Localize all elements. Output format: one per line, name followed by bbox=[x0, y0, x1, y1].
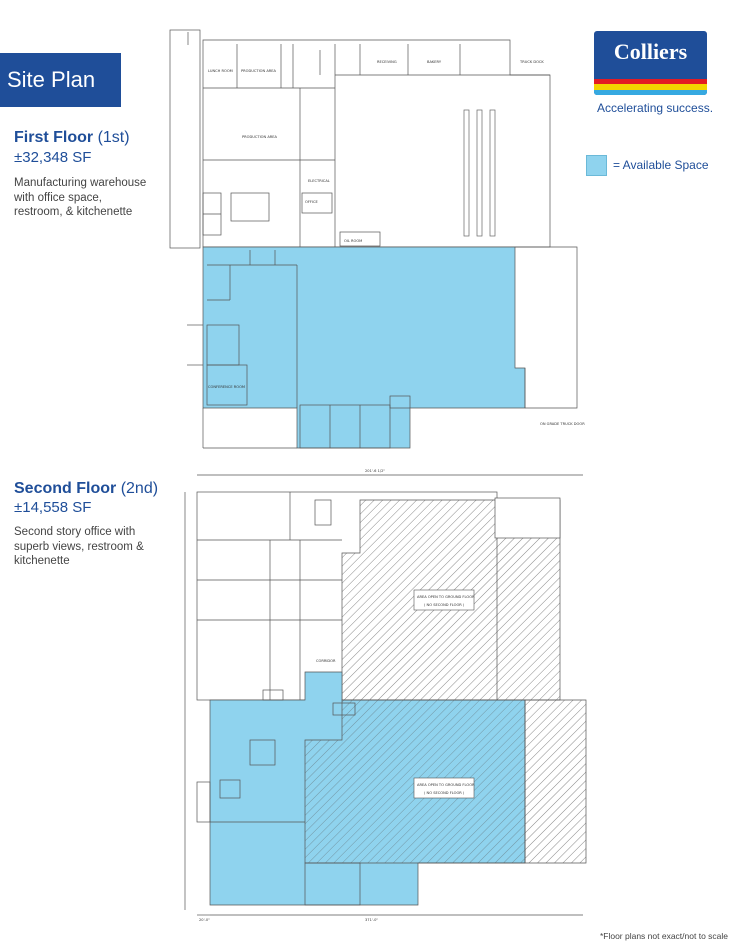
legend-label: = Available Space bbox=[613, 158, 709, 172]
first-floor-description: Manufacturing warehouse with office spac… bbox=[14, 177, 147, 218]
open-area-label-top: AREA OPEN TO GROUND FLOOR ( NO SECOND FL… bbox=[413, 589, 475, 611]
first-floor-room-labels: LUNCH ROOM PRODUCTION AREA PRODUCTION AR… bbox=[208, 60, 585, 426]
first-floor-ordinal: (1st) bbox=[97, 129, 130, 146]
legend-swatch bbox=[586, 155, 607, 176]
page-title: Site Plan bbox=[0, 53, 121, 107]
dimension-bottom: 371'-0" bbox=[365, 918, 378, 922]
logo-text: Colliers bbox=[613, 39, 688, 64]
first-floor-area: ±32,348 SF bbox=[14, 149, 92, 166]
footnote: *Floor plans not exact/not to scale bbox=[599, 931, 728, 941]
room-production-1: PRODUCTION AREA bbox=[241, 69, 277, 73]
open-area-top-line1: AREA OPEN TO GROUND FLOOR bbox=[417, 595, 475, 599]
room-receiving: RECEIVING bbox=[377, 60, 397, 64]
room-conference: CONFERENCE ROOM bbox=[208, 385, 245, 389]
open-area-label-bottom: AREA OPEN TO GROUND FLOOR ( NO SECOND FL… bbox=[413, 777, 475, 799]
logo-stripes bbox=[594, 79, 707, 95]
first-floor-lower-lines bbox=[187, 246, 578, 449]
second-floor-heading-text: Second Floor bbox=[14, 480, 117, 497]
tagline: Accelerating success. bbox=[597, 101, 714, 115]
room-production-2: PRODUCTION AREA bbox=[242, 135, 278, 139]
room-office: OFFICE bbox=[305, 200, 319, 204]
dimension-bottom-left: 20'-0" bbox=[199, 918, 210, 922]
second-floor-interior bbox=[196, 689, 361, 906]
room-bakery: BAKERY bbox=[427, 60, 442, 64]
room-oil: OIL ROOM bbox=[344, 239, 362, 243]
second-floor-heading: Second Floor (2nd) bbox=[14, 480, 158, 498]
room-semi-truck: ON GRADE TRUCK DOOR bbox=[540, 422, 585, 426]
second-floor-available bbox=[209, 671, 526, 906]
mezz-label: CORRIDOR bbox=[316, 659, 336, 663]
colliers-logo: Colliers bbox=[594, 31, 707, 95]
second-floor-area: ±14,558 SF bbox=[14, 499, 92, 516]
first-floor-heading-text: First Floor bbox=[14, 129, 94, 146]
dimension-top: 201'-6 1/2" bbox=[365, 469, 385, 473]
open-area-top-line2: ( NO SECOND FLOOR ) bbox=[424, 603, 465, 607]
second-floor-description: Second story office with superb views, r… bbox=[14, 526, 144, 567]
room-lunch: LUNCH ROOM bbox=[208, 69, 233, 73]
room-truck-dock: TRUCK DOCK bbox=[519, 60, 544, 64]
open-area-bottom-line1: AREA OPEN TO GROUND FLOOR bbox=[417, 783, 475, 787]
first-floor-plan bbox=[169, 29, 551, 249]
first-floor-available bbox=[202, 246, 526, 449]
room-electrical: ELECTRICAL bbox=[308, 179, 330, 183]
first-floor-heading: First Floor (1st) bbox=[14, 129, 130, 147]
open-area-bottom-line2: ( NO SECOND FLOOR ) bbox=[424, 791, 465, 795]
second-floor-ordinal: (2nd) bbox=[120, 480, 159, 497]
